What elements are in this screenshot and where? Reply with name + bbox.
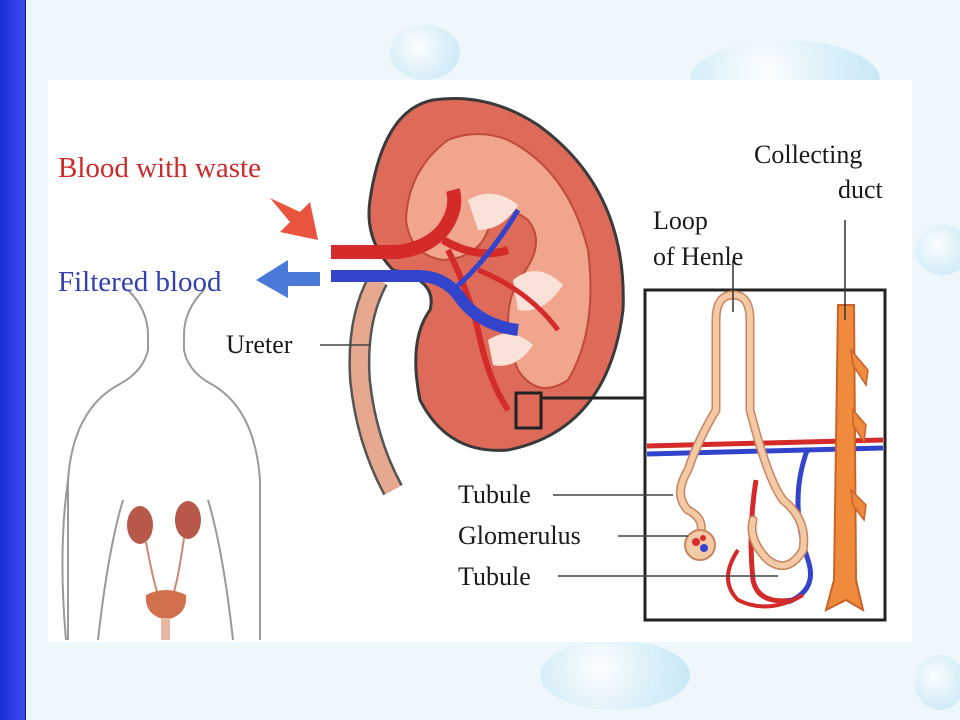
human-body-outline-icon [61,289,261,641]
kidney-diagram-illustration [61,96,887,641]
label-loop-of-henle-line2: of Henle [653,242,744,271]
slide-sidebar-bar [0,0,26,720]
collecting-duct-tube [824,220,869,613]
background-bubble [540,640,690,710]
body-urinary-system [127,501,201,640]
background-bubble [390,25,460,80]
renal-artery [331,188,462,259]
glomerulus-capsule [684,529,716,561]
label-tubule-upper: Tubule [458,480,531,509]
outgoing-blood-arrow-icon [256,260,320,298]
kidney-diagram-panel: Blood with waste Filtered blood Ureter L… [48,80,912,642]
background-bubble [915,225,960,275]
label-glomerulus: Glomerulus [458,521,581,550]
label-tubule-lower: Tubule [458,562,531,591]
label-collecting-duct-line2: duct [838,175,883,204]
label-blood-with-waste: Blood with waste [58,152,261,184]
incoming-blood-arrow-icon [270,198,318,240]
background-bubble [915,655,960,710]
label-filtered-blood: Filtered blood [58,266,222,298]
label-loop-of-henle-line1: Loop [653,206,708,235]
renal-vein [331,270,519,336]
label-ureter: Ureter [226,330,293,359]
label-collecting-duct-line1: Collecting [754,140,863,169]
